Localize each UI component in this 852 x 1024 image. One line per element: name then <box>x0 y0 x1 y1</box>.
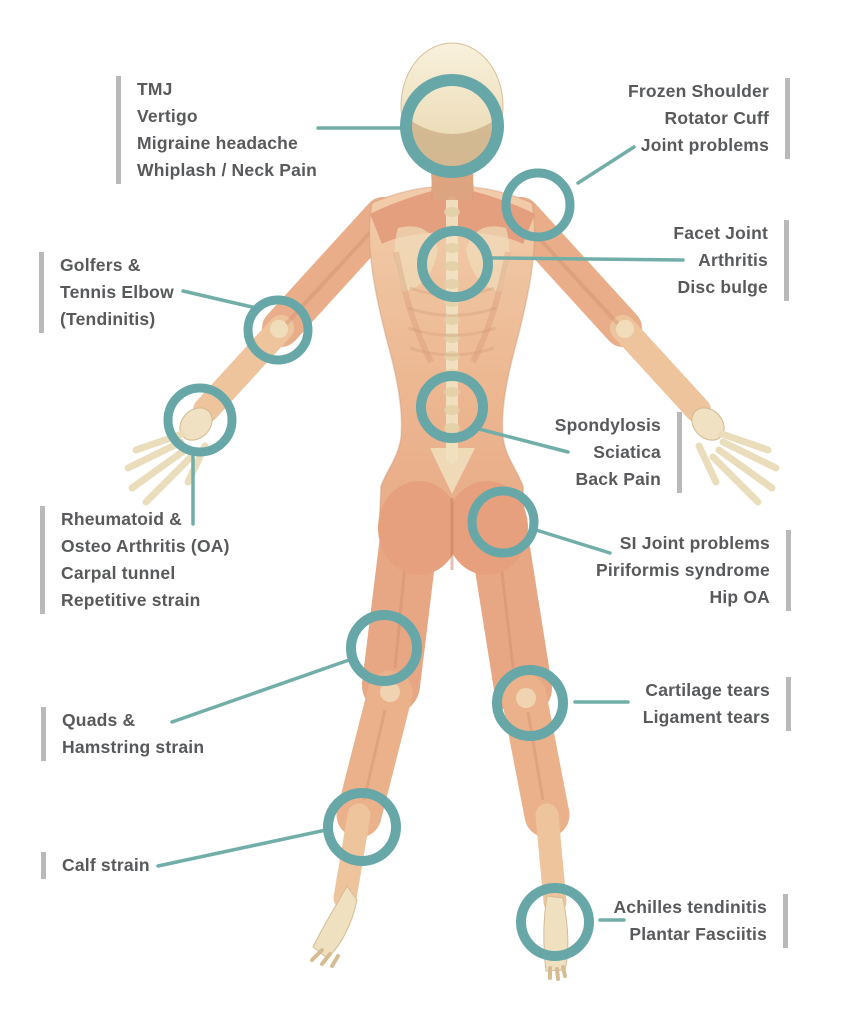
marker-calf-circle <box>323 788 401 866</box>
label-accent-bar <box>41 852 46 879</box>
label-knee-conditions: Cartilage tears Ligament tears <box>643 677 791 731</box>
label-line: SI Joint problems <box>619 533 770 553</box>
label-line: Whiplash / Neck Pain <box>137 160 318 180</box>
label-line: Quads & <box>62 710 136 730</box>
label-lines: Frozen Shoulder Rotator Cuff Joint probl… <box>628 78 769 159</box>
marker-head-circle <box>400 74 504 178</box>
label-line: Vertigo <box>137 106 198 126</box>
label-line: Sciatica <box>593 442 661 462</box>
label-line: Frozen Shoulder <box>627 81 769 101</box>
label-ankle-foot-conditions: Achilles tendinitis Plantar Fasciitis <box>613 894 788 948</box>
marker-elbow-circle <box>243 295 313 365</box>
marker-wrist-circle <box>163 383 237 457</box>
label-hip-conditions: SI Joint problems Piriformis syndrome Hi… <box>596 530 791 611</box>
label-accent-bar <box>786 530 791 611</box>
label-line: Hip OA <box>709 587 770 607</box>
label-lines: Golfers & Tennis Elbow (Tendinitis) <box>60 252 174 333</box>
label-line: Arthritis <box>698 250 768 270</box>
marker-achilles-circle <box>516 883 594 961</box>
label-accent-bar <box>40 506 45 614</box>
label-lines: Facet Joint Arthritis Disc bulge <box>673 220 768 301</box>
label-accent-bar <box>116 76 121 184</box>
label-line: Piriformis syndrome <box>596 560 770 580</box>
right-hand-fingers <box>695 430 780 506</box>
label-line: Facet Joint <box>673 223 768 243</box>
connector-elbow <box>181 289 254 309</box>
label-line: Rotator Cuff <box>664 108 769 128</box>
highlight-circles <box>163 74 594 961</box>
marker-thigh-circle <box>346 610 422 686</box>
knee-bone-highlight <box>380 682 400 702</box>
label-calf-conditions: Calf strain <box>41 852 150 879</box>
label-wrist-hand-conditions: Rheumatoid & Osteo Arthritis (OA) Carpal… <box>40 506 230 614</box>
label-line: Disc bulge <box>677 277 768 297</box>
label-accent-bar <box>41 707 46 761</box>
connector-lines <box>156 126 685 922</box>
label-line: Ligament tears <box>642 707 770 727</box>
label-line: Rheumatoid & <box>61 509 183 529</box>
label-head-conditions: TMJ Vertigo Migraine headache Whiplash /… <box>116 76 317 184</box>
label-lines: Spondylosis Sciatica Back Pain <box>555 412 661 493</box>
label-line: Carpal tunnel <box>61 563 176 583</box>
label-line: Achilles tendinitis <box>613 897 767 917</box>
label-line: Joint problems <box>640 135 769 155</box>
label-line: Migraine headache <box>137 133 298 153</box>
label-accent-bar <box>784 220 789 301</box>
label-facet-joint-conditions: Facet Joint Arthritis Disc bulge <box>673 220 789 301</box>
label-line: Golfers & <box>60 255 141 275</box>
label-line: Cartilage tears <box>645 680 770 700</box>
label-lines: Achilles tendinitis Plantar Fasciitis <box>613 894 767 948</box>
connector-hip <box>534 528 612 555</box>
label-accent-bar <box>785 78 790 159</box>
connector-thigh <box>170 658 351 724</box>
label-accent-bar <box>786 677 791 731</box>
label-lines: Quads & Hamstring strain <box>62 707 204 761</box>
connector-calf <box>156 828 328 868</box>
marker-thoracic-spine-circle <box>417 226 493 302</box>
marker-knee-circle <box>492 665 568 741</box>
connector-thoracic <box>490 256 685 262</box>
label-line: Spondylosis <box>554 415 661 435</box>
connector-shoulder <box>576 145 636 185</box>
label-line: Osteo Arthritis (OA) <box>61 536 230 556</box>
label-accent-bar <box>677 412 682 493</box>
label-lines: Cartilage tears Ligament tears <box>643 677 770 731</box>
label-thigh-conditions: Quads & Hamstring strain <box>41 707 204 761</box>
connector-lumbar <box>477 427 570 454</box>
label-shoulder-conditions: Frozen Shoulder Rotator Cuff Joint probl… <box>628 78 790 159</box>
label-lines: Rheumatoid & Osteo Arthritis (OA) Carpal… <box>61 506 230 614</box>
label-line: Tennis Elbow <box>60 282 174 302</box>
rib-hints <box>407 286 497 357</box>
label-lines: TMJ Vertigo Migraine headache Whiplash /… <box>137 76 317 184</box>
sacrum <box>430 448 475 494</box>
label-line: TMJ <box>137 79 173 99</box>
label-lumbar-conditions: Spondylosis Sciatica Back Pain <box>555 412 682 493</box>
label-accent-bar <box>783 894 788 948</box>
marker-shoulder-circle <box>501 168 575 242</box>
label-elbow-conditions: Golfers & Tennis Elbow (Tendinitis) <box>39 252 174 333</box>
label-line: Calf strain <box>62 855 150 875</box>
label-line: Repetitive strain <box>61 590 201 610</box>
label-lines: SI Joint problems Piriformis syndrome Hi… <box>596 530 770 611</box>
label-line: Plantar Fasciitis <box>629 924 767 944</box>
label-lines: Calf strain <box>62 852 150 879</box>
label-line: Hamstring strain <box>62 737 205 757</box>
label-line: (Tendinitis) <box>60 309 156 329</box>
label-accent-bar <box>39 252 44 333</box>
label-line: Back Pain <box>575 469 661 489</box>
elbow-bone-highlight <box>270 320 288 338</box>
marker-hip-circle <box>467 486 539 558</box>
marker-lumbar-spine-circle <box>416 371 488 443</box>
